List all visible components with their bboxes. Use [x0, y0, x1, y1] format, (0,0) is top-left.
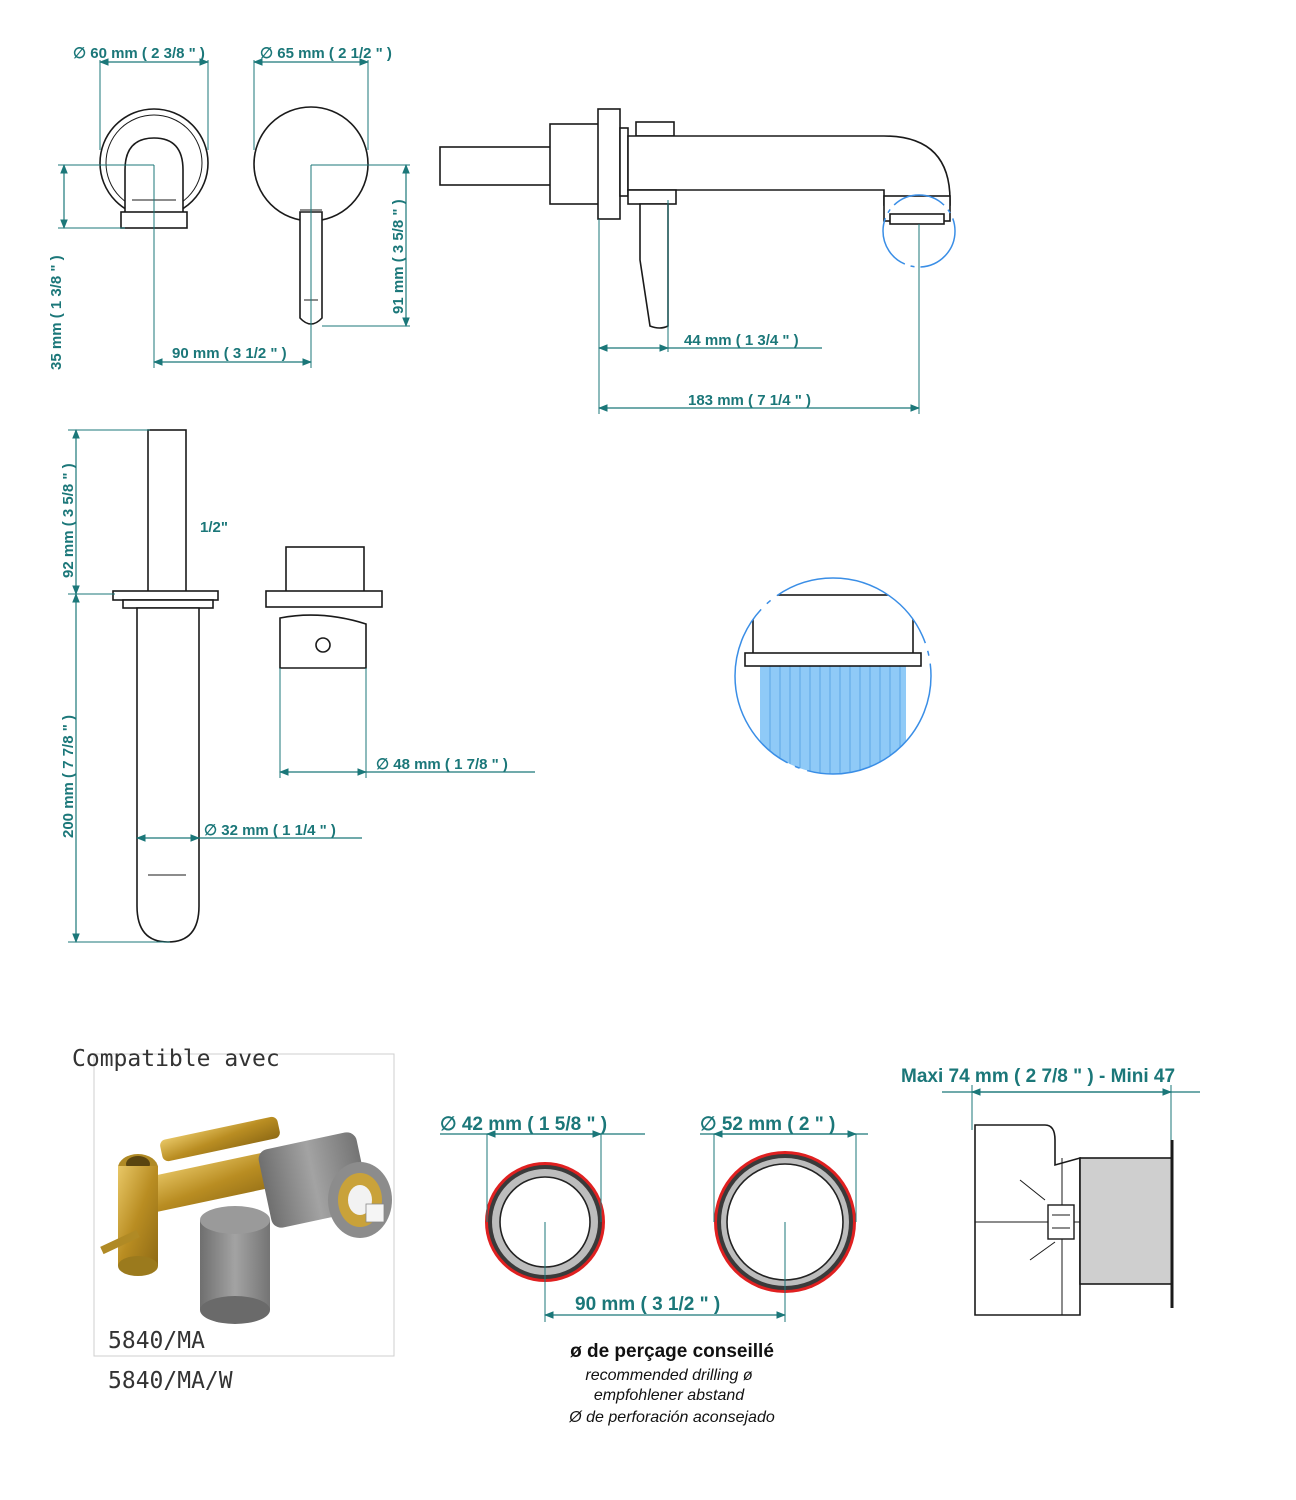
aerator-detail — [734, 577, 932, 775]
drilling-title-fr: ø de perçage conseillé — [570, 1341, 774, 1362]
valve-body-side-view — [112, 429, 219, 943]
drilling-title-de: empfohlener abstand — [594, 1387, 745, 1404]
center-distance-label: 90 mm ( 3 1/2 " ) — [172, 345, 287, 362]
spout-projection-label: 183 mm ( 7 1/4 " ) — [688, 392, 811, 409]
drilling-title-es: Ø de perforación aconsejado — [568, 1409, 775, 1426]
body-length-label: 200 mm ( 7 7/8 " ) — [60, 715, 77, 838]
model-2-label: 5840/MA/W — [108, 1368, 233, 1394]
mounting-box-image — [100, 1116, 392, 1324]
mixer-side-view — [439, 108, 951, 329]
thread-size-label: 1/2" — [200, 519, 228, 536]
handle-diameter-label: ∅ 65 mm ( 2 1/2 " ) — [260, 45, 392, 62]
stem-length-label: 92 mm ( 3 5/8 " ) — [60, 463, 77, 578]
model-1-label: 5840/MA — [108, 1328, 205, 1354]
wall-depth-label: Maxi 74 mm ( 2 7/8 " ) - Mini 47 — [901, 1066, 1175, 1087]
handle-length-label: 91 mm ( 3 5/8 " ) — [390, 199, 407, 314]
compatible-heading: Compatible avec — [72, 1046, 280, 1072]
cartridge-diameter-label: ∅ 48 mm ( 1 7/8 " ) — [376, 756, 508, 773]
wall-box-section — [974, 1124, 1174, 1316]
hole-small-diameter-label: ∅ 42 mm ( 1 5/8 " ) — [440, 1114, 607, 1135]
drilling-title-en: recommended drilling ø — [585, 1367, 752, 1384]
detail-circle-icon — [882, 194, 956, 268]
body-diameter-label: ∅ 32 mm ( 1 1/4 " ) — [204, 822, 336, 839]
escutcheon-height-label: 35 mm ( 1 3/8 " ) — [48, 255, 65, 370]
compatible-image-frame — [93, 1053, 395, 1357]
escutcheon-diameter-label: ∅ 60 mm ( 2 3/8 " ) — [73, 45, 205, 62]
lever-projection-label: 44 mm ( 1 3/4 " ) — [684, 332, 799, 349]
hole-large-diameter-label: ∅ 52 mm ( 2 " ) — [700, 1114, 835, 1135]
cartridge-side-view — [265, 546, 383, 669]
hole-spacing-label: 90 mm ( 3 1/2 " ) — [575, 1294, 720, 1315]
